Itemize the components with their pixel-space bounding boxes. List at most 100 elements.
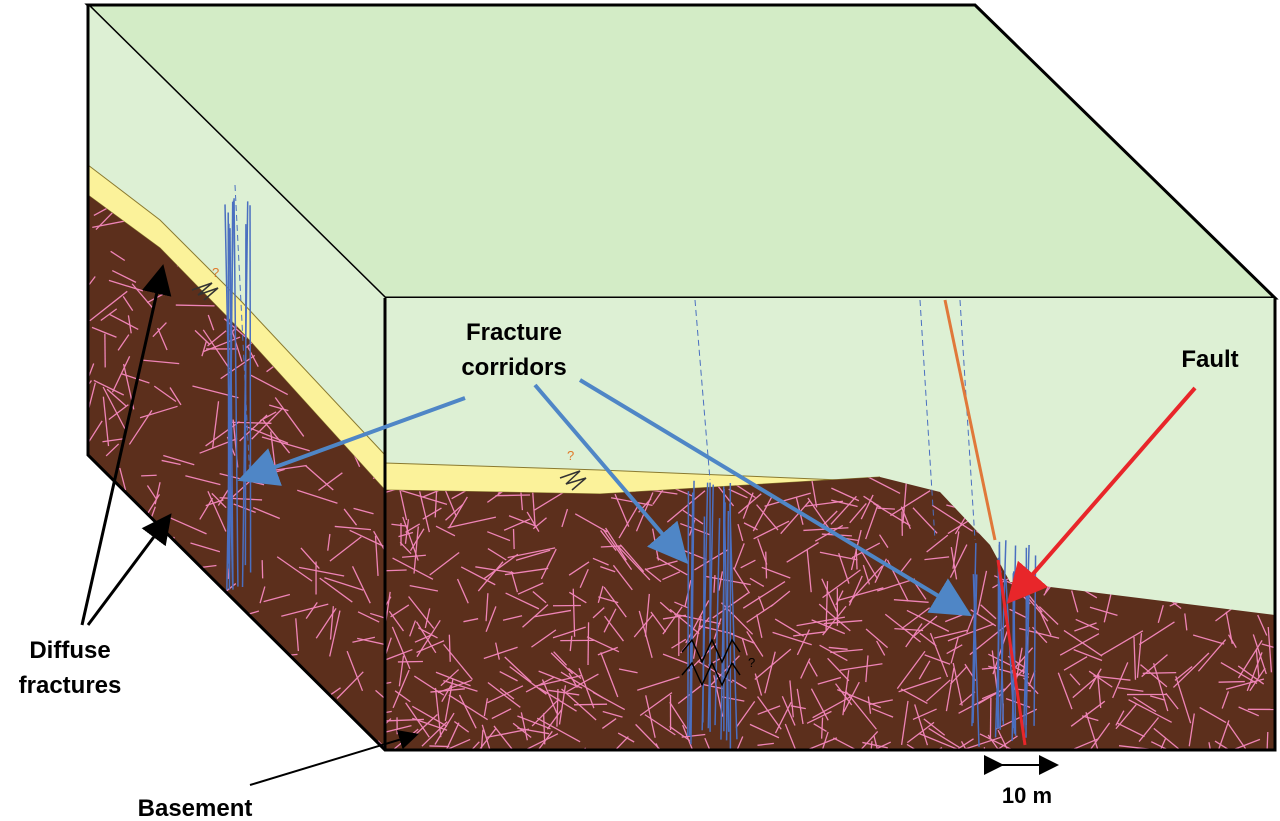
- fracture-line: [1226, 722, 1253, 750]
- fracture-line: [133, 524, 151, 532]
- fracture-line: [807, 660, 818, 677]
- fracture-line: [215, 705, 235, 717]
- fracture-line: [412, 705, 448, 727]
- fracture-line: [181, 583, 192, 627]
- fracture-line: [105, 443, 120, 457]
- fracture-line: [175, 748, 192, 750]
- fracture-line: [502, 615, 523, 621]
- fracture-line: [742, 581, 786, 609]
- fracture-line: [725, 511, 730, 741]
- fracture-line: [666, 490, 706, 523]
- fracture-line: [231, 330, 243, 362]
- fracture-line: [1115, 710, 1125, 726]
- fracture-line: [618, 668, 638, 674]
- fracture-line: [388, 610, 405, 632]
- fracture-line: [251, 408, 283, 440]
- fracture-line: [1133, 696, 1157, 713]
- fracture-line: [644, 714, 676, 736]
- fracture-line: [662, 571, 681, 581]
- fracture-line: [448, 634, 451, 662]
- fracture-line: [754, 648, 792, 681]
- fracture-line: [217, 489, 229, 506]
- fracture-line: [448, 496, 468, 529]
- fracture-line: [527, 749, 541, 750]
- fracture-line: [822, 605, 847, 636]
- fracture-line: [659, 601, 673, 613]
- fracture-line: [229, 654, 248, 666]
- fracture-line: [546, 709, 563, 730]
- fracture-line: [126, 515, 133, 550]
- fracture-line: [923, 718, 946, 736]
- fracture-line: [997, 729, 1013, 750]
- fracture-line: [598, 596, 619, 604]
- fracture-line: [113, 595, 129, 643]
- fracture-line: [833, 737, 857, 750]
- fracture-line: [400, 489, 448, 505]
- scale-label: 10 m: [1002, 783, 1052, 808]
- fracture-line: [786, 542, 819, 563]
- fracture-line: [1070, 748, 1091, 750]
- fracture-line: [806, 710, 832, 724]
- fracture-line: [1267, 626, 1273, 673]
- fracture-line: [538, 687, 577, 712]
- fracture-line: [202, 329, 231, 370]
- fracture-line: [813, 723, 827, 732]
- fault-trace-sediment: [943, 299, 997, 541]
- fracture-line: [535, 674, 582, 687]
- fracture-line: [842, 670, 850, 716]
- fracture-line: [823, 619, 863, 625]
- fracture-line: [569, 635, 573, 652]
- fracture-line: [141, 474, 157, 477]
- fracture-line: [912, 507, 938, 534]
- fracture-line: [165, 706, 201, 741]
- fracture-line: [906, 743, 934, 750]
- fracture-line: [914, 704, 929, 746]
- fracture-line: [844, 690, 877, 730]
- fracture-line: [749, 577, 765, 588]
- fracture-line: [618, 504, 640, 539]
- fracture-line: [592, 607, 605, 619]
- fracture-line: [862, 564, 871, 585]
- fracture-line: [1075, 618, 1100, 631]
- fracture-line: [1136, 633, 1143, 678]
- fracture-line: [487, 531, 511, 542]
- fracture-line: [1071, 590, 1079, 613]
- fracture-line: [958, 690, 1001, 714]
- fracture-line: [1220, 661, 1258, 684]
- fracture-line: [718, 571, 724, 591]
- fracture-line: [1257, 614, 1268, 636]
- fracture-line: [329, 610, 341, 657]
- fracture-line: [505, 592, 540, 610]
- fracture-line: [512, 528, 515, 550]
- fracture-line: [534, 609, 572, 618]
- fracture-line: [919, 299, 936, 541]
- fracture-line: [669, 608, 700, 635]
- fracture-line: [499, 670, 518, 682]
- fracture-line: [931, 504, 974, 532]
- fracture-line: [404, 519, 410, 544]
- fracture-line: [447, 516, 497, 529]
- fracture-line: [88, 630, 101, 633]
- fracture-line: [481, 724, 493, 750]
- fracture-line: [1192, 634, 1225, 645]
- fracture-line: [600, 566, 616, 573]
- fracture-line: [1212, 720, 1230, 750]
- fracture-line: [169, 387, 182, 406]
- fracture-line: [448, 694, 488, 721]
- fracture-line: [1133, 636, 1137, 680]
- fracture-line: [88, 276, 96, 309]
- fracture-line: [349, 529, 385, 549]
- fracture-line: [512, 722, 532, 738]
- fracture-line: [1093, 675, 1131, 681]
- question-mark: ?: [748, 655, 755, 670]
- fracture-line: [688, 492, 694, 736]
- fracture-line: [1208, 742, 1215, 750]
- fracture-line: [919, 632, 937, 647]
- fracture-line: [1112, 662, 1129, 699]
- fracture-line: [1150, 741, 1190, 750]
- fracture-line: [612, 564, 633, 591]
- fracture-line: [91, 326, 117, 338]
- fracture-line: [600, 530, 617, 552]
- fracture-line: [88, 737, 90, 750]
- fracture-line: [838, 553, 850, 584]
